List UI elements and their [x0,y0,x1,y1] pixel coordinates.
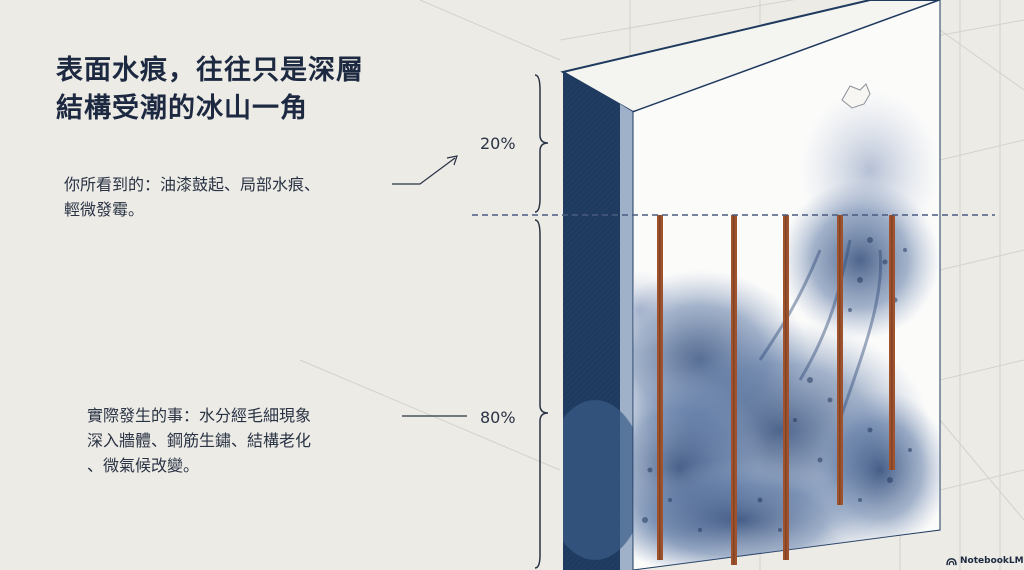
visible-signs-label: 你所看到的：油漆鼓起、局部水痕、 輕微發霉。 [64,172,394,222]
brace-bottom [534,219,549,569]
hidden-line-3: 、微氣候改變。 [87,456,200,475]
visible-line-2: 輕微發霉。 [64,200,145,219]
wall-side [563,72,633,570]
hidden-line-1: 實際發生的事：水分經毛細現象 [87,406,312,425]
hidden-line-2: 深入牆體、鋼筋生鏽、結構老化 [87,431,312,450]
notebooklm-logo-icon [946,557,957,565]
percent-bottom: 80% [480,408,516,427]
title-line-2: 結構受潮的冰山一角 [56,93,308,124]
arrow-head [446,155,458,166]
page-title: 表面水痕，往往只是深層 結構受潮的冰山一角 [56,52,416,128]
arrow-pointer [392,157,456,185]
paint-bubble [841,83,871,109]
hidden-damage-label: 實際發生的事：水分經毛細現象 深入牆體、鋼筋生鏽、結構老化 、微氣候改變。 [87,403,397,478]
rebars [657,215,895,565]
visible-line-1: 你所看到的：油漆鼓起、局部水痕、 [64,175,321,194]
brace-top [534,74,549,213]
percent-top: 20% [480,134,516,153]
brand-label: NotebookLM [960,556,1024,566]
wall-top [560,0,941,114]
brand-watermark: NotebookLM [946,554,1024,568]
title-line-1: 表面水痕，往往只是深層 [56,55,364,86]
